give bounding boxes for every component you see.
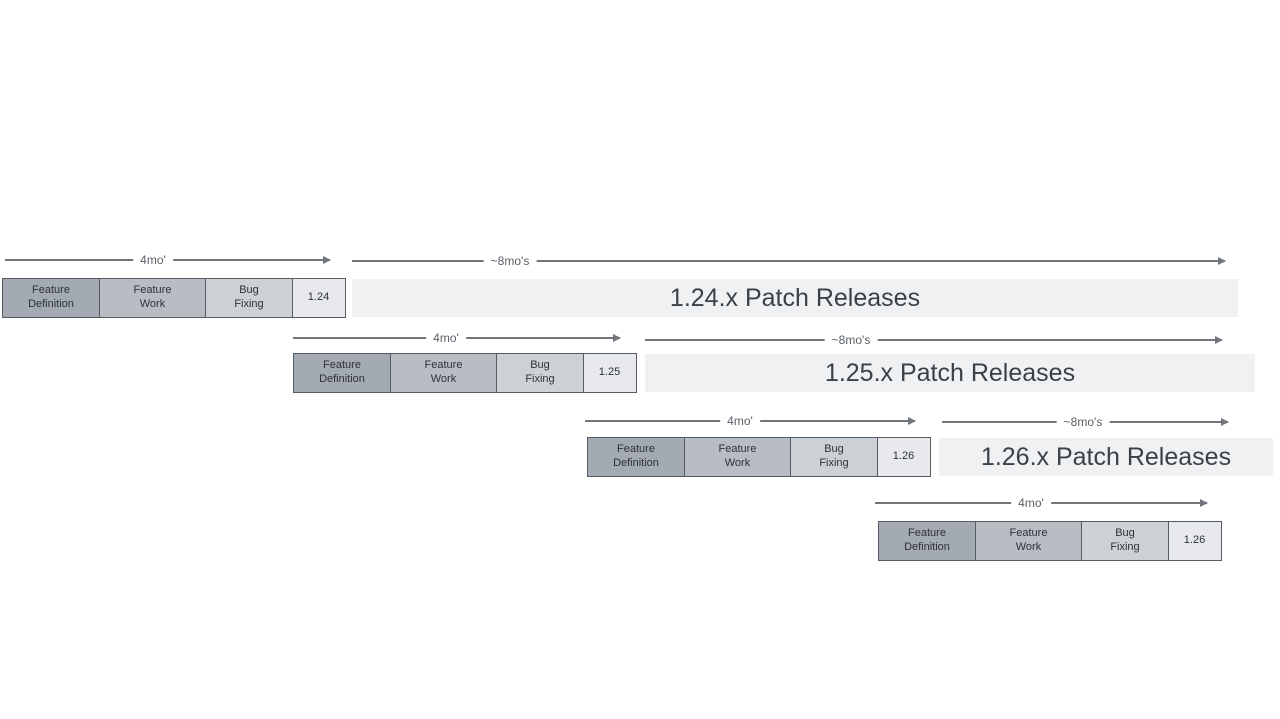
dev-duration-label: 4mo' <box>426 331 466 345</box>
dev-duration-label: 4mo' <box>1011 496 1051 510</box>
patch-duration-label: ~8mo's <box>824 333 878 347</box>
patch-releases-label: 1.24.x Patch Releases <box>669 283 921 312</box>
phase-bug-fixing: Bug Fixing <box>790 437 878 477</box>
phase-feature-definition: Feature Definition <box>878 521 976 561</box>
patch-duration-arrow: ~8mo's <box>352 254 1226 268</box>
dev-duration-label: 4mo' <box>720 414 760 428</box>
phase-feature-work: Feature Work <box>683 437 792 477</box>
arrow-head-icon <box>1221 418 1229 426</box>
arrow-head-icon <box>323 256 331 264</box>
phase-feature-work: Feature Work <box>974 521 1083 561</box>
phase-feature-definition: Feature Definition <box>2 278 100 318</box>
patch-releases-bar: 1.25.x Patch Releases <box>645 354 1255 392</box>
version-box: 1.26 <box>876 437 931 477</box>
dev-duration-arrow: 4mo' <box>585 414 916 428</box>
arrow-head-icon <box>1218 257 1226 265</box>
arrow-head-icon <box>1200 499 1208 507</box>
phase-feature-work: Feature Work <box>389 353 498 393</box>
arrow-head-icon <box>908 417 916 425</box>
patch-releases-label: 1.26.x Patch Releases <box>980 442 1232 471</box>
patch-releases-bar: 1.24.x Patch Releases <box>352 279 1238 317</box>
patch-releases-bar: 1.26.x Patch Releases <box>939 438 1273 476</box>
release-phases: Feature Definition Feature Work Bug Fixi… <box>293 353 637 393</box>
patch-duration-arrow: ~8mo's <box>645 333 1223 347</box>
release-phases: Feature Definition Feature Work Bug Fixi… <box>587 437 931 477</box>
dev-duration-arrow: 4mo' <box>5 253 331 267</box>
phase-feature-definition: Feature Definition <box>293 353 391 393</box>
arrow-head-icon <box>613 334 621 342</box>
dev-duration-arrow: 4mo' <box>875 496 1208 510</box>
version-box: 1.26 <box>1167 521 1222 561</box>
version-box: 1.25 <box>582 353 637 393</box>
phase-bug-fixing: Bug Fixing <box>496 353 584 393</box>
arrow-head-icon <box>1215 336 1223 344</box>
patch-releases-label: 1.25.x Patch Releases <box>824 358 1076 387</box>
patch-duration-label: ~8mo's <box>1056 415 1110 429</box>
release-phases: Feature Definition Feature Work Bug Fixi… <box>878 521 1222 561</box>
phase-feature-work: Feature Work <box>98 278 207 318</box>
dev-duration-label: 4mo' <box>133 253 173 267</box>
phase-feature-definition: Feature Definition <box>587 437 685 477</box>
patch-duration-label: ~8mo's <box>483 254 537 268</box>
dev-duration-arrow: 4mo' <box>293 331 621 345</box>
phase-bug-fixing: Bug Fixing <box>1081 521 1169 561</box>
phase-bug-fixing: Bug Fixing <box>205 278 293 318</box>
version-box: 1.24 <box>291 278 346 318</box>
release-phases: Feature Definition Feature Work Bug Fixi… <box>2 278 346 318</box>
patch-duration-arrow: ~8mo's <box>942 415 1229 429</box>
